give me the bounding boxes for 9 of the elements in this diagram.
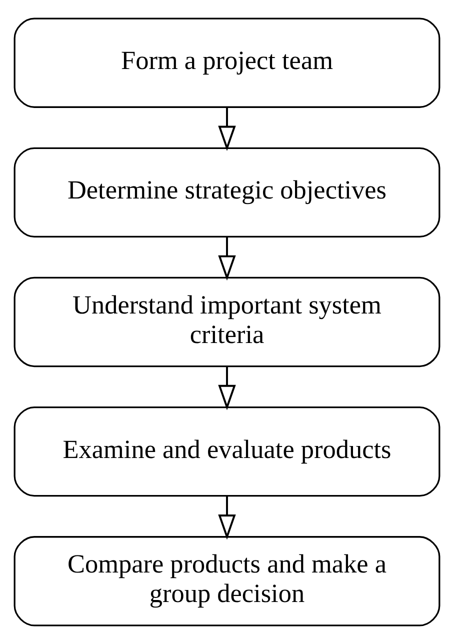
node-box: Compare products and make a group decision bbox=[14, 536, 440, 626]
node-box: Determine strategic objectives bbox=[14, 147, 440, 238]
node-box: Examine and evaluate products bbox=[14, 406, 440, 497]
arrow bbox=[218, 496, 236, 540]
arrow bbox=[218, 236, 236, 281]
node-box: Understand important system criteria bbox=[14, 276, 440, 368]
arrow bbox=[218, 366, 236, 410]
arrow bbox=[218, 107, 236, 152]
node-box: Form a project team bbox=[14, 18, 440, 108]
